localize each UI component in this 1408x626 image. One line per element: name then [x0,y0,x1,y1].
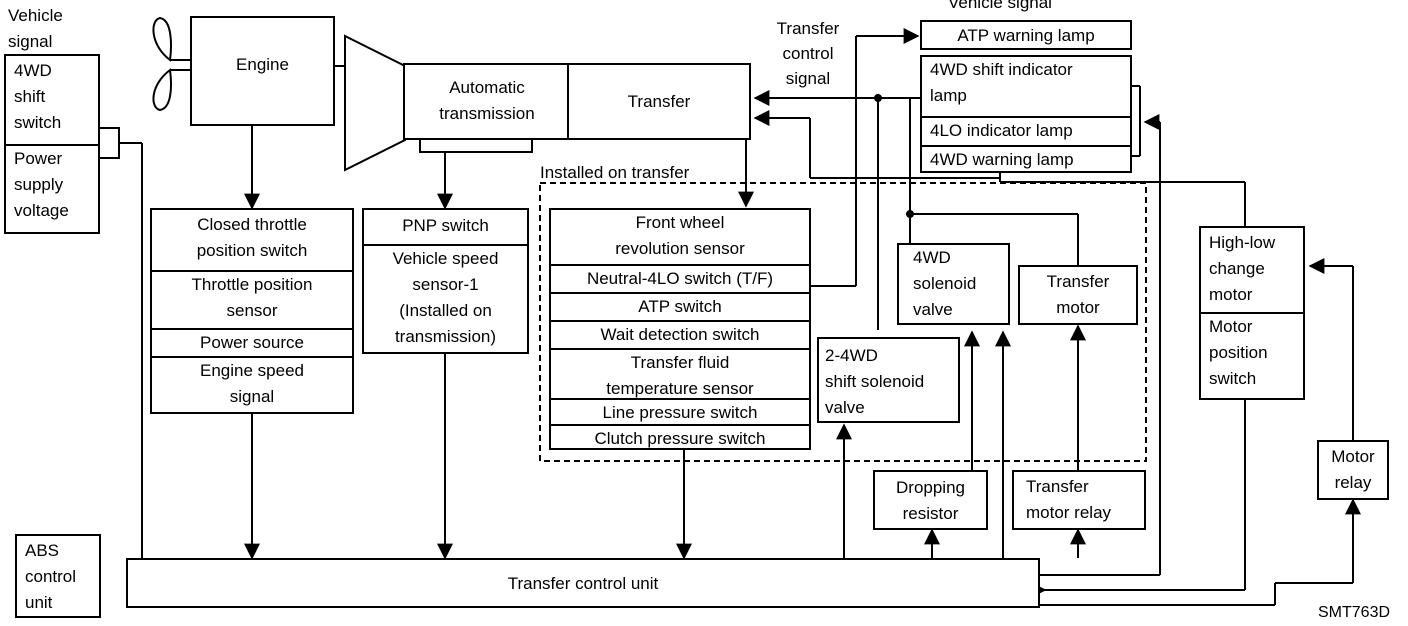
pnp-box: PNP switch Vehicle speed sensor-1 (Insta… [362,208,529,354]
transfer-fluid-temperature-sensor: Transfer fluid temperature sensor [551,348,809,400]
power-supply-voltage-label: Power supply voltage [6,144,98,224]
abs-control-unit: ABS control unit [15,534,101,618]
4wd-shift-indicator-lamp: 4WD shift indicator lamp [930,60,1073,105]
engine-sensors-box: Closed throttle position switch Throttle… [150,208,354,414]
vehicle-signal-left-label: Vehicle signal [8,6,63,51]
transfer-control-unit-label: Transfer control unit [507,574,659,593]
2-4wd-shift-solenoid-label: 2-4WD shift solenoid valve [825,346,925,417]
clutch-pressure-switch: Clutch pressure switch [551,424,809,450]
vehicle-signal-right-label: Vehicle signal [948,0,1052,12]
4wd-warning-lamp: 4WD warning lamp [922,145,1130,173]
transfer-motor-label: Transfer motor [1046,272,1110,317]
4wd-solenoid-valve-label: 4WD solenoid valve [913,248,977,319]
indicator-lamps-box: 4WD shift indicator lamp 4LO indicator l… [920,55,1132,173]
closed-throttle-switch: Closed throttle position switch [196,215,308,260]
neutral-4lo-switch: Neutral-4LO switch (T/F) [551,264,809,292]
atp-warning-lamp: ATP warning lamp [920,20,1132,50]
transmission-transfer-box: Automatic transmission Transfer [403,63,751,140]
4wd-shift-switch-label: 4WD shift switch [14,61,62,132]
wait-detection-switch: Wait detection switch [551,320,809,348]
high-low-change-motor: High-low change motor [1209,233,1276,304]
automatic-transmission-label: Automatic transmission [439,78,535,123]
vehicle-speed-sensor: Vehicle speed sensor-1 (Installed on tra… [364,244,527,350]
figure-code: SMT763D [1318,604,1391,621]
transfer-sensors-box: Front wheel revolution sensor Neutral-4L… [549,208,811,450]
power-source: Power source [152,328,352,356]
atp-warning-lamp-label: ATP warning lamp [957,26,1095,45]
dropping-resistor: Dropping resistor [873,470,988,530]
shift-switch-box: 4WD shift switch Power supply voltage [4,54,100,234]
throttle-position-sensor: Throttle position sensor [152,270,352,328]
motor-relay: Motor relay [1317,440,1389,500]
line-pressure-switch: Line pressure switch [551,398,809,424]
abs-control-unit-label: ABS control unit [25,541,77,612]
high-low-motor-box: High-low change motor Motor position swi… [1199,226,1305,400]
transfer-control-unit: Transfer control unit [126,558,1040,608]
transfer-label: Transfer [627,92,691,111]
front-wheel-revolution-sensor: Front wheel revolution sensor [615,213,745,258]
transmission-pan [419,137,533,153]
engine-fan-icon [152,16,190,112]
motor-position-switch: Motor position switch [1201,312,1303,392]
engine-label: Engine [236,55,289,74]
4lo-indicator-lamp: 4LO indicator lamp [922,116,1130,146]
transfer-motor: Transfer motor [1018,265,1138,325]
2-4wd-shift-solenoid-valve: 2-4WD shift solenoid valve [817,337,960,423]
transfer-motor-relay-label: Transfer motor relay [1026,477,1112,522]
engine-box: Engine [190,16,335,126]
atp-switch: ATP switch [551,292,809,320]
motor-relay-label: Motor relay [1331,447,1375,492]
installed-on-transfer-label: Installed on transfer [540,163,690,182]
4wd-solenoid-valve: 4WD solenoid valve [897,243,1010,325]
transfer-control-signal-label: Transfer control signal [776,19,840,88]
bell-housing [344,34,406,172]
engine-speed-signal: Engine speed signal [152,356,352,410]
pnp-switch: PNP switch [402,216,489,235]
transfer-motor-relay: Transfer motor relay [1012,470,1146,530]
dropping-resistor-label: Dropping resistor [896,478,965,523]
